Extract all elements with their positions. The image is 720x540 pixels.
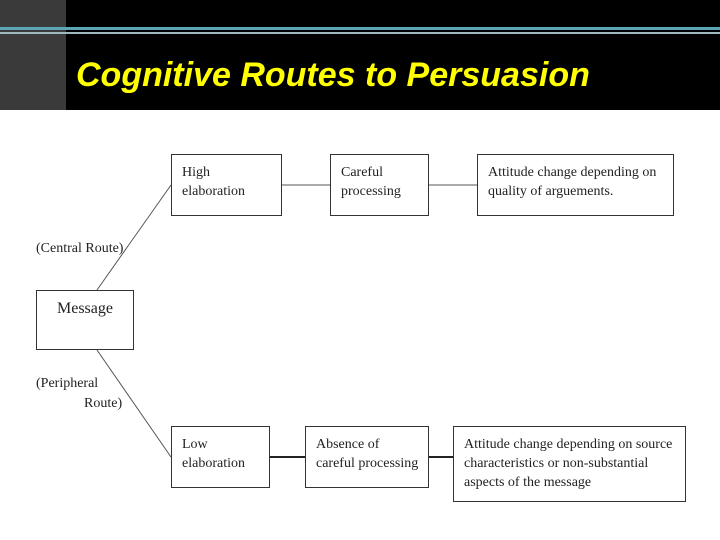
central-route-label: (Central Route) bbox=[36, 241, 124, 256]
box-text-line: Careful bbox=[341, 165, 383, 180]
attitude-change-source-box: Attitude change depending on source char… bbox=[453, 426, 686, 502]
box-text-line: Attitude change depending on source bbox=[464, 437, 673, 452]
box-text-line: careful processing bbox=[316, 456, 419, 471]
message-label: Message bbox=[57, 300, 113, 317]
box-text-line: High bbox=[182, 165, 210, 180]
box-text-line: elaboration bbox=[182, 184, 245, 199]
header-stripe-secondary bbox=[0, 32, 720, 34]
peripheral-route-label-line2: Route) bbox=[84, 396, 123, 411]
careful-processing-box: Careful processing bbox=[330, 154, 429, 216]
box-text-line: aspects of the message bbox=[464, 475, 592, 490]
high-elaboration-box: High elaboration bbox=[171, 154, 282, 216]
attitude-change-argument-box: Attitude change depending on quality of … bbox=[477, 154, 674, 216]
box-text-line: Low bbox=[182, 437, 208, 452]
low-elaboration-box: Low elaboration bbox=[171, 426, 270, 488]
message-box: Message bbox=[36, 290, 134, 350]
central-route-line bbox=[96, 184, 172, 291]
box-text-line: characteristics or non-substantial bbox=[464, 456, 649, 471]
box-text-line: Attitude change depending on bbox=[488, 165, 657, 180]
peripheral-route-line bbox=[96, 349, 172, 458]
box-text-line: Absence of bbox=[316, 437, 380, 452]
slide-header: Cognitive Routes to Persuasion bbox=[0, 0, 720, 110]
absence-processing-box: Absence of careful processing bbox=[305, 426, 429, 488]
persuasion-diagram: (Central Route) Message (Peripheral Rout… bbox=[0, 110, 720, 540]
box-text-line: quality of arguements. bbox=[488, 184, 614, 199]
header-left-panel bbox=[0, 0, 66, 110]
box-text-line: processing bbox=[341, 184, 401, 199]
slide-title: Cognitive Routes to Persuasion bbox=[76, 56, 590, 94]
box-text-line: elaboration bbox=[182, 456, 245, 471]
peripheral-route-label-line1: (Peripheral bbox=[36, 376, 99, 391]
header-stripe bbox=[0, 27, 720, 30]
connector-lines bbox=[96, 184, 477, 458]
